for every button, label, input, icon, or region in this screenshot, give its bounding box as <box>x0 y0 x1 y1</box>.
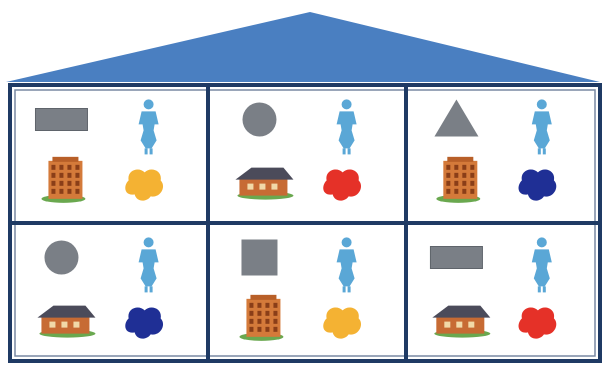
square-shape <box>241 240 277 276</box>
rectangle-shape <box>430 247 482 269</box>
house-frame <box>10 85 600 361</box>
circle-shape <box>242 103 276 137</box>
circle-shape <box>44 241 78 275</box>
roof <box>6 12 600 82</box>
rectangle-shape <box>35 109 87 131</box>
